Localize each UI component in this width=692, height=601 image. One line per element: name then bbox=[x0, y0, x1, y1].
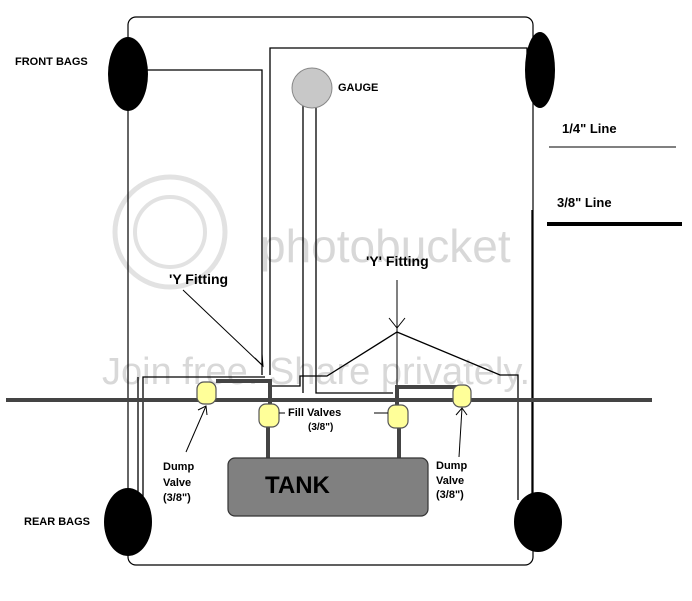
vehicle-frame bbox=[127, 16, 534, 566]
watermark-logo-outer bbox=[112, 174, 228, 290]
front-right-bag bbox=[525, 32, 555, 108]
fill-valve-right bbox=[387, 404, 409, 429]
dump-valve-right-arrowhead bbox=[455, 407, 468, 416]
watermark-brand: photobucket bbox=[260, 220, 511, 272]
air-bags bbox=[104, 32, 562, 556]
gauge-icon bbox=[291, 67, 333, 109]
legend: 1/4" Line 3/8" Line bbox=[547, 121, 682, 226]
front-left-bag bbox=[108, 37, 148, 111]
watermark: photobucket Join free. Share privately. bbox=[0, 174, 660, 398]
y-fitting-left-label: 'Y Fitting bbox=[169, 271, 228, 287]
dump-valve-right-line1: Dump bbox=[436, 460, 467, 472]
dump-valve-left-line3: (3/8") bbox=[163, 492, 191, 504]
dump-valve-left-line2: Valve bbox=[163, 477, 191, 489]
y-fitting-pointers bbox=[182, 280, 406, 387]
fill-valves-size-label: (3/8") bbox=[308, 422, 333, 433]
valve-pointers bbox=[185, 405, 468, 458]
fill-valves-label: Fill Valves bbox=[288, 407, 341, 419]
rear-right-bag bbox=[514, 492, 562, 552]
watermark-band bbox=[0, 338, 660, 398]
legend-thick-label: 3/8" Line bbox=[557, 195, 612, 210]
right-branch-line bbox=[395, 385, 462, 408]
rear-left-line-a bbox=[142, 376, 265, 500]
gauge-label: GAUGE bbox=[338, 82, 378, 94]
dump-valve-left-pointer bbox=[185, 405, 207, 453]
gauge-line-b bbox=[315, 100, 393, 394]
rear-left-bag bbox=[104, 488, 152, 556]
dump-valve-left bbox=[196, 381, 217, 405]
thick-lines bbox=[6, 379, 652, 460]
fill-valve-left bbox=[258, 403, 280, 428]
rear-bags-label: REAR BAGS bbox=[24, 516, 90, 528]
y-fitting-left-pointer bbox=[182, 289, 264, 367]
dump-valve-right-line3: (3/8") bbox=[436, 489, 464, 501]
rear-right-line bbox=[270, 331, 519, 500]
front-left-line bbox=[145, 69, 263, 375]
y-fitting-left-arrowhead bbox=[254, 353, 264, 368]
y-fitting-right-label: 'Y' Fitting bbox=[366, 253, 429, 269]
dump-valve-left-arrowhead bbox=[197, 405, 208, 416]
dump-valve-right bbox=[452, 384, 472, 408]
front-bags-label: FRONT BAGS bbox=[15, 56, 88, 68]
legend-thin-label: 1/4" Line bbox=[562, 121, 617, 136]
watermark-logo-inner bbox=[133, 195, 207, 269]
tank bbox=[227, 457, 429, 517]
valves bbox=[196, 381, 472, 429]
dump-valve-left-line1: Dump bbox=[163, 461, 194, 473]
dump-valve-right-pointer bbox=[458, 407, 463, 458]
tank-label: TANK bbox=[265, 472, 331, 499]
left-branch-line bbox=[216, 379, 272, 408]
dump-valve-right-line2: Valve bbox=[436, 475, 464, 487]
